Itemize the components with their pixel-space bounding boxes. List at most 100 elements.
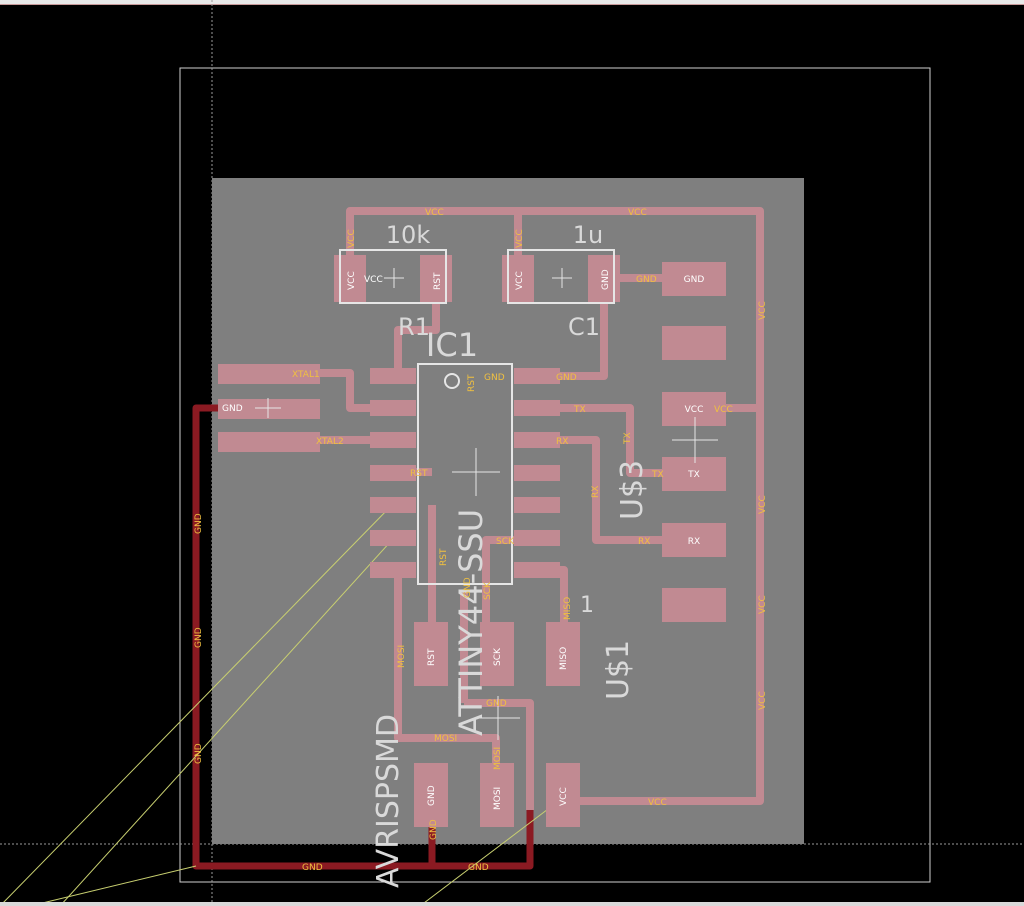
ic1-pin-5[interactable]: [370, 497, 416, 513]
isp-pad-miso[interactable]: [546, 622, 580, 686]
ic1-pin-12[interactable]: [514, 432, 560, 448]
trace-gnd-isp: [464, 699, 534, 810]
trace-gnd-ic: [540, 295, 608, 380]
xtal-gnd-label: GND: [222, 404, 243, 414]
net-label-tx-3: TX: [651, 470, 664, 480]
ic1-pin-2[interactable]: [370, 400, 416, 416]
r1-pad2-label: RST: [433, 272, 443, 290]
net-label-tx-2: TX: [623, 432, 633, 445]
net-label-gnd-11: GND: [463, 577, 473, 598]
ic1-pin-7[interactable]: [370, 562, 416, 578]
c1-pad1-label: VCC: [515, 271, 525, 290]
net-label-gnd-9: GND: [429, 819, 439, 840]
isp-pad-gnd[interactable]: [414, 763, 448, 827]
net-label-vcc-2: VCC: [628, 208, 647, 218]
r1-value: 10k: [386, 221, 431, 249]
isp-pad-sck[interactable]: [480, 622, 514, 686]
ic1-pin-4[interactable]: [370, 465, 416, 481]
net-label-sck-1: SCK: [496, 537, 515, 547]
r1-outline: [339, 249, 447, 304]
airwire-1: [0, 504, 393, 906]
isp-pad-mosi[interactable]: [480, 763, 514, 827]
ic1-pin-6[interactable]: [370, 530, 416, 546]
net-label-vcc-4: VCC: [714, 405, 733, 415]
net-label-vcc-9: VCC: [347, 229, 357, 248]
part-labels: 10k 1u R1 C1 IC1 ATTINY44-SSU U$3 U$1 AV…: [371, 221, 650, 888]
u3-pad5-label: RX: [688, 537, 700, 547]
trace-rst-r1: [394, 295, 440, 376]
u3-pad1-label: GND: [684, 275, 705, 285]
ic1-pin-9[interactable]: [514, 530, 560, 546]
net-label-vcc-5: VCC: [758, 495, 768, 514]
net-label-gnd-3: GND: [556, 373, 577, 383]
c1-outline: [507, 249, 615, 304]
net-label-gnd-2: GND: [484, 373, 505, 383]
isp-pad-rst-label: RST: [427, 648, 437, 666]
net-label-gnd-4: GND: [194, 513, 204, 534]
r1-pad1-label: VCC: [347, 271, 357, 290]
ic1-pin-1[interactable]: [370, 368, 416, 384]
net-label-rx-2: RX: [591, 486, 601, 498]
ic1-pin-14[interactable]: [514, 368, 560, 384]
trace-rx: [540, 436, 662, 544]
xtal-pad-2[interactable]: [218, 432, 320, 452]
silkscreen-outlines: [339, 249, 615, 585]
c1-value: 1u: [573, 221, 603, 249]
net-label-gnd-8: GND: [468, 863, 489, 873]
u3-pad-3[interactable]: [662, 392, 726, 426]
window-top-edge: [0, 0, 1024, 5]
u3-pad-2[interactable]: [662, 326, 726, 360]
u3-pad-6[interactable]: [662, 588, 726, 622]
net-label-vcc-8: VCC: [648, 798, 667, 808]
trace-tx: [540, 404, 662, 477]
xtal-pad-1[interactable]: [218, 364, 320, 384]
net-label-vcc-7: VCC: [758, 691, 768, 710]
isp-pad-gnd-label: GND: [427, 785, 437, 806]
trace-vcc: [346, 207, 764, 805]
isp-pad-rst[interactable]: [414, 622, 448, 686]
airwire-4: [29, 865, 197, 906]
c1-name: C1: [568, 313, 600, 341]
ic1-pin-13[interactable]: [514, 400, 560, 416]
net-label-xtal2: XTAL2: [316, 437, 344, 447]
u3-pad-5[interactable]: [662, 523, 726, 557]
ic1-pin-3[interactable]: [370, 432, 416, 448]
ic1-pin-10[interactable]: [514, 497, 560, 513]
net-label-rst-2: RST: [410, 469, 428, 479]
net-label-rx-1: RX: [556, 437, 568, 447]
window-bottom-edge: [0, 902, 1024, 906]
u3-pad3-label: VCC: [685, 405, 704, 415]
isp-value: AVRISPSMD: [371, 714, 406, 888]
net-label-mosi-3: MOSI: [493, 747, 503, 770]
origin-crosses: [255, 268, 718, 740]
net-labels: VCC VCC VCC VCC VCC VCC VCC VCC VCC VCC …: [194, 208, 768, 873]
isp-pad-miso-label: MISO: [559, 647, 569, 670]
pad-labels: VCC VCC RST VCC GND GND GND VCC TX RX RS…: [222, 269, 704, 810]
u3-name: U$3: [615, 460, 650, 520]
ic1-outline: [417, 363, 513, 585]
xtal-pad-gnd[interactable]: [218, 399, 320, 419]
ic1-pin1-marker: [444, 373, 460, 389]
ic1-pin-11[interactable]: [514, 465, 560, 481]
u3-pad-4[interactable]: [662, 457, 726, 491]
net-label-gnd-1: GND: [636, 275, 657, 285]
net-label-vcc-3: VCC: [758, 301, 768, 320]
net-label-vcc-1: VCC: [425, 208, 444, 218]
u3-pad-1[interactable]: [662, 262, 726, 296]
isp-pad-mosi-label: MOSI: [493, 787, 503, 810]
net-label-rx-3: RX: [638, 537, 650, 547]
u3-pad4-label: TX: [687, 470, 700, 480]
u1-name: U$1: [601, 640, 636, 700]
ic1-name: IC1: [426, 326, 478, 364]
net-label-tx-1: TX: [573, 405, 586, 415]
airwire-2: [59, 539, 393, 906]
pads: [218, 255, 726, 827]
airwires: [0, 504, 561, 906]
net-label-rst-1: RST: [467, 374, 477, 392]
ic1-pin-8[interactable]: [514, 562, 560, 578]
isp-pad-vcc[interactable]: [546, 763, 580, 827]
net-label-xtal1: XTAL1: [292, 370, 320, 380]
net-label-mosi-1: MOSI: [397, 645, 407, 668]
